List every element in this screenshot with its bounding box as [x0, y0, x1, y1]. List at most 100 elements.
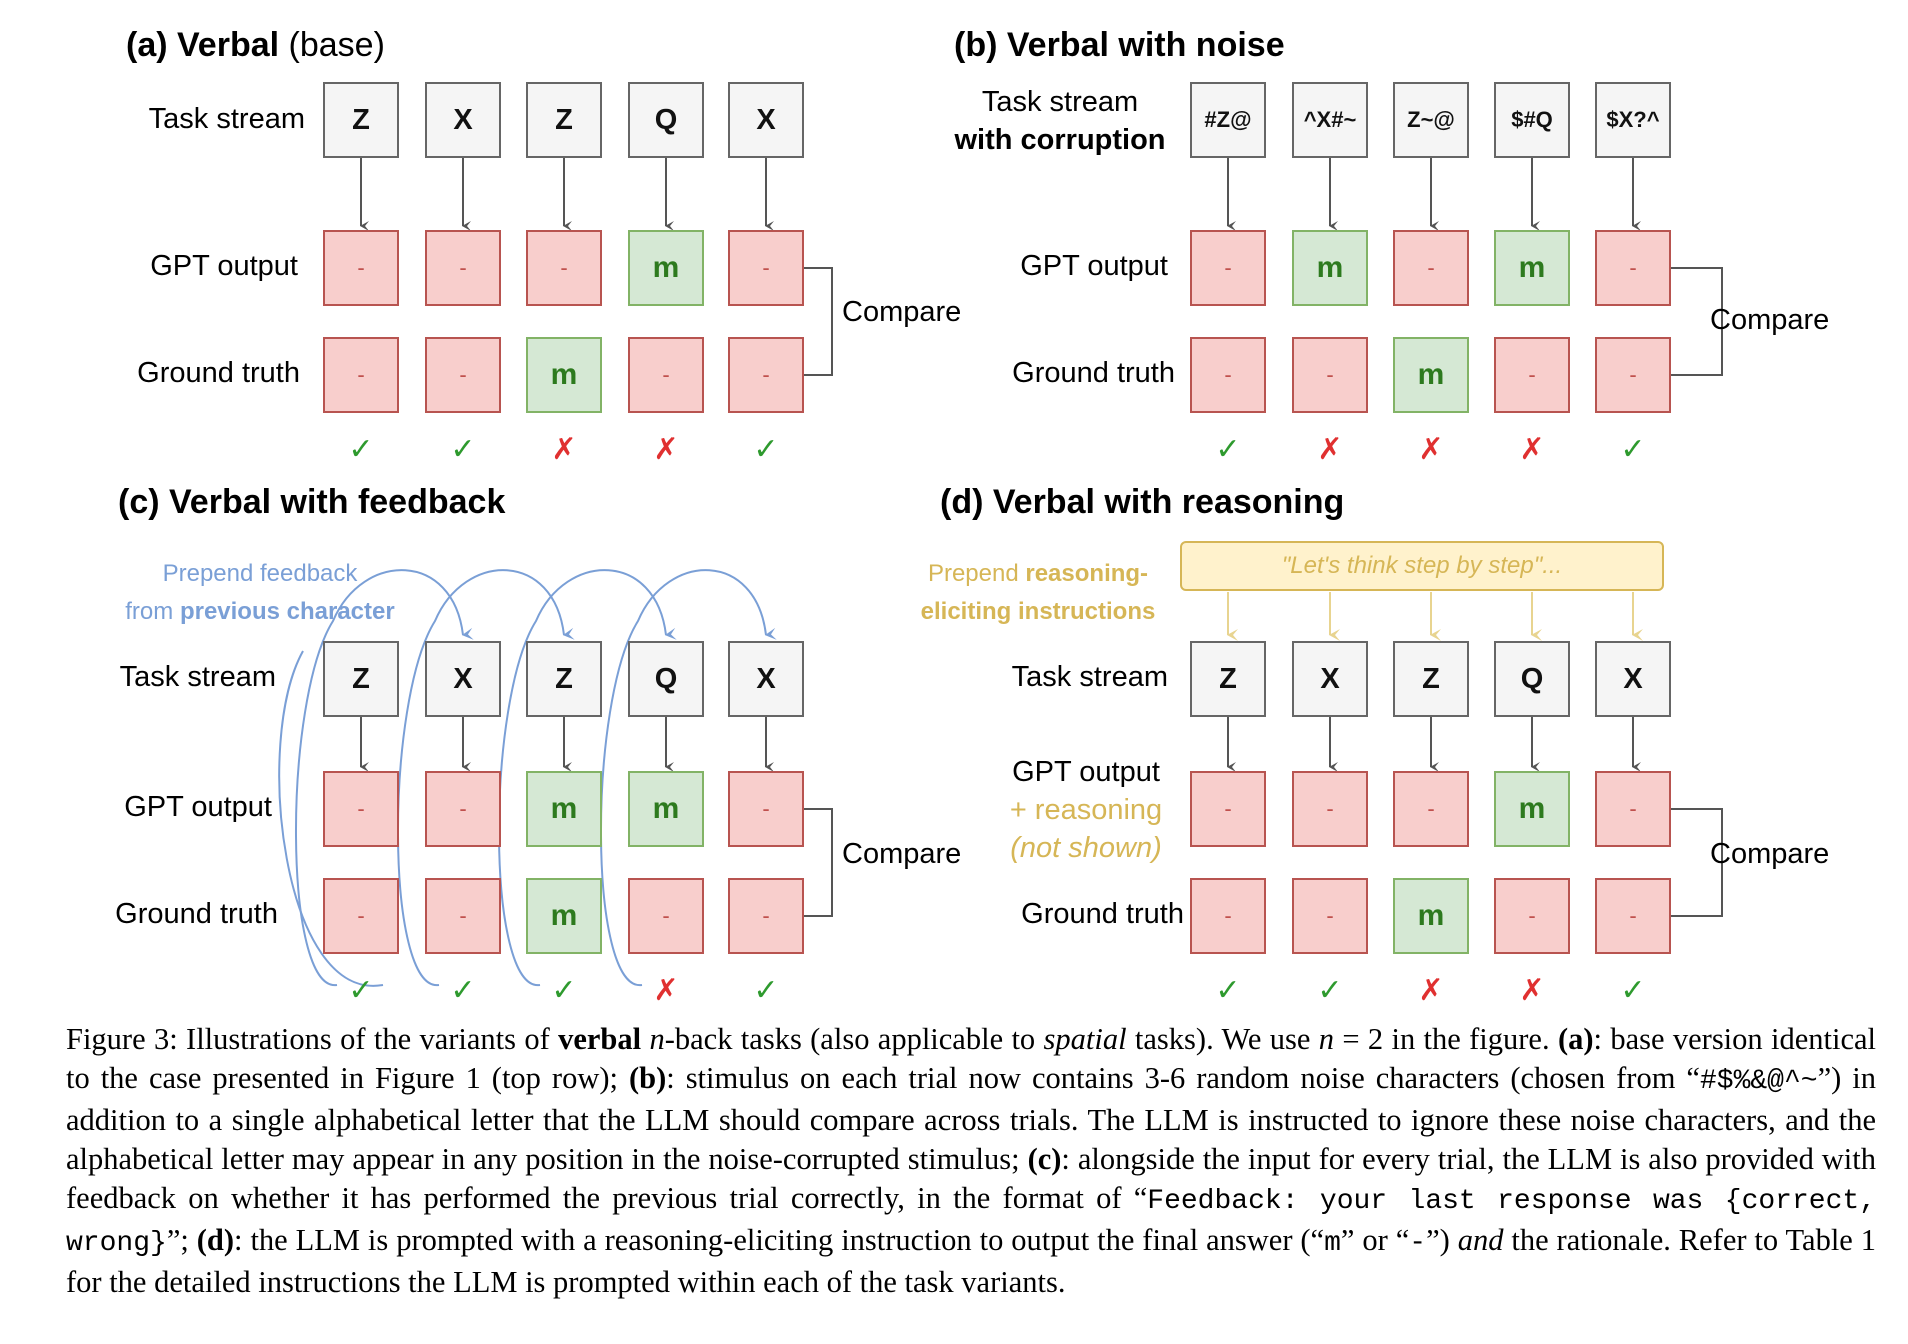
panel-d-task-cell: Z: [1190, 641, 1266, 717]
caption-text: -back tasks (also applicable to: [664, 1022, 1044, 1056]
panel-a-compare-label: Compare: [842, 296, 962, 328]
caption-bold: (b): [628, 1061, 667, 1095]
panel-c-truth-cell: -: [728, 878, 804, 954]
panel-d-gpt-label: GPT output+ reasoning(not shown): [996, 753, 1176, 867]
panel-c-result-mark: ✓: [348, 974, 374, 1007]
panel-b-truth-cell: -: [1494, 337, 1570, 413]
panel-c-gpt-cell: m: [526, 771, 602, 847]
panel-a-task-cell: Z: [323, 82, 399, 158]
figure: (a) Verbal (base) (b) Verbal with noise …: [100, 26, 1830, 1007]
panel-c-truth-cell: -: [628, 878, 704, 954]
panel-b-task-label-line2: with corruption: [954, 124, 1166, 156]
panel-d-task-cell: X: [1595, 641, 1671, 717]
panel-d-result-mark: ✓: [1317, 974, 1343, 1007]
panel-c-task-cell: Z: [526, 641, 602, 717]
panel-d-truth-cell: -: [1292, 878, 1368, 954]
panel-b-task-cell: Z~@: [1393, 82, 1469, 158]
caption-text: ”): [1426, 1223, 1458, 1257]
panel-a-truth-label: Ground truth: [137, 357, 300, 389]
panel-a-truth-cell: m: [526, 337, 602, 413]
panel-b-compare-bracket: [1671, 267, 1723, 376]
caption-bold: verbal: [558, 1022, 642, 1056]
caption-italic: n: [649, 1022, 665, 1056]
think-step-by-step-box: "Let's think step by step"...: [1180, 541, 1664, 591]
panel-c-compare-label: Compare: [842, 838, 962, 870]
feedback-curve-tail: [278, 650, 384, 987]
panel-c-truth-cell: -: [323, 878, 399, 954]
panel-d-task-cell: X: [1292, 641, 1368, 717]
panel-b-title: (b) Verbal with noise: [954, 26, 1285, 64]
panel-b-result-mark: ✓: [1620, 433, 1646, 466]
panel-d-truth-cell: -: [1595, 878, 1671, 954]
caption-italic: spatial: [1043, 1022, 1127, 1056]
caption-text: tasks). We use: [1126, 1022, 1319, 1056]
panel-c-task-cell: X: [728, 641, 804, 717]
panel-d-gpt-cell: -: [1393, 771, 1469, 847]
panel-c-truth-cell: m: [526, 878, 602, 954]
panel-c-result-mark: ✓: [551, 974, 577, 1007]
panel-c-gpt-cell: -: [323, 771, 399, 847]
caption-text: : alongside the input for every trial, t…: [66, 1142, 1876, 1215]
caption-mono: #$%&@^~: [1699, 1066, 1818, 1097]
panel-c-title: (c) Verbal with feedback: [118, 483, 506, 521]
panel-b-task-cell: #Z@: [1190, 82, 1266, 158]
panel-d-truth-cell: -: [1494, 878, 1570, 954]
caption-text: : stimulus on each trial now contains 3-…: [666, 1061, 1700, 1095]
panel-a-result-mark: ✓: [348, 433, 374, 466]
panel-d-compare-bracket: [1671, 808, 1723, 917]
panel-b-task-cell: $X?^: [1595, 82, 1671, 158]
panel-a-result-mark: ✗: [653, 433, 679, 466]
panel-b-truth-cell: -: [1292, 337, 1368, 413]
caption-text: = 2 in the figure.: [1333, 1022, 1558, 1056]
panel-d-result-mark: ✓: [1620, 974, 1646, 1007]
panel-d-gpt-cell: m: [1494, 771, 1570, 847]
caption-text: ” or “: [1340, 1223, 1410, 1257]
panel-a-truth-cell: -: [728, 337, 804, 413]
panel-c-truth-cell: -: [425, 878, 501, 954]
panel-b-task-label-line1: Task stream: [981, 86, 1139, 118]
caption-bold: (c): [1027, 1142, 1062, 1176]
panel-b-gpt-label: GPT output: [1020, 250, 1168, 282]
panel-b-result-mark: ✗: [1519, 433, 1545, 466]
gpt-label-line1: GPT output: [1012, 756, 1160, 788]
panel-d-title: (d) Verbal with reasoning: [940, 483, 1345, 521]
panel-b-result-mark: ✗: [1317, 433, 1343, 466]
caption-italic: n: [1318, 1022, 1334, 1056]
caption-text: : base version identical to the case pre…: [66, 1022, 1877, 1095]
panel-d-task-cell: Z: [1393, 641, 1469, 717]
panel-d-task-label: Task stream: [1011, 661, 1168, 693]
caption-mono: m: [1324, 1228, 1341, 1259]
panel-d-gpt-cell: -: [1595, 771, 1671, 847]
panel-a-task-cell: Z: [526, 82, 602, 158]
panel-a-gpt-label: GPT output: [150, 250, 298, 282]
panel-c-gpt-label: GPT output: [124, 791, 272, 823]
panel-b-truth-cell: m: [1393, 337, 1469, 413]
gpt-label-line3: (not shown): [1010, 832, 1162, 864]
panel-b-compare-label: Compare: [1710, 304, 1830, 336]
panel-d-truth-cell: -: [1190, 878, 1266, 954]
panel-a-task-label: Task stream: [148, 103, 305, 135]
reasoning-note-line2: eliciting instructions: [920, 598, 1156, 625]
caption-bold: (d): [196, 1223, 235, 1257]
panel-d-reasoning-note: Prepend reasoning-eliciting instructions: [898, 555, 1178, 631]
panel-b-task-cell: $#Q: [1494, 82, 1570, 158]
panel-b-gpt-cell: m: [1292, 230, 1368, 306]
panel-a-gpt-cell: -: [323, 230, 399, 306]
panel-a-task-cell: X: [425, 82, 501, 158]
panel-b-gpt-cell: -: [1393, 230, 1469, 306]
panel-d-gpt-cell: -: [1190, 771, 1266, 847]
caption-italic: and: [1457, 1223, 1504, 1257]
caption-text: : the LLM is prompted with a reasoning-e…: [234, 1223, 1325, 1257]
panel-b-truth-label: Ground truth: [1012, 357, 1175, 389]
panel-d-truth-cell: m: [1393, 878, 1469, 954]
panel-d-result-mark: ✗: [1418, 974, 1444, 1007]
panel-b-task-cell: ^X#~: [1292, 82, 1368, 158]
panel-c-task-cell: Z: [323, 641, 399, 717]
reasoning-note-reasoning: reasoning-: [1025, 560, 1149, 587]
panel-d-result-mark: ✗: [1519, 974, 1545, 1007]
panel-a-truth-cell: -: [425, 337, 501, 413]
panel-a-gpt-cell: -: [425, 230, 501, 306]
panel-b-truth-cell: -: [1595, 337, 1671, 413]
panel-a-gpt-cell: m: [628, 230, 704, 306]
